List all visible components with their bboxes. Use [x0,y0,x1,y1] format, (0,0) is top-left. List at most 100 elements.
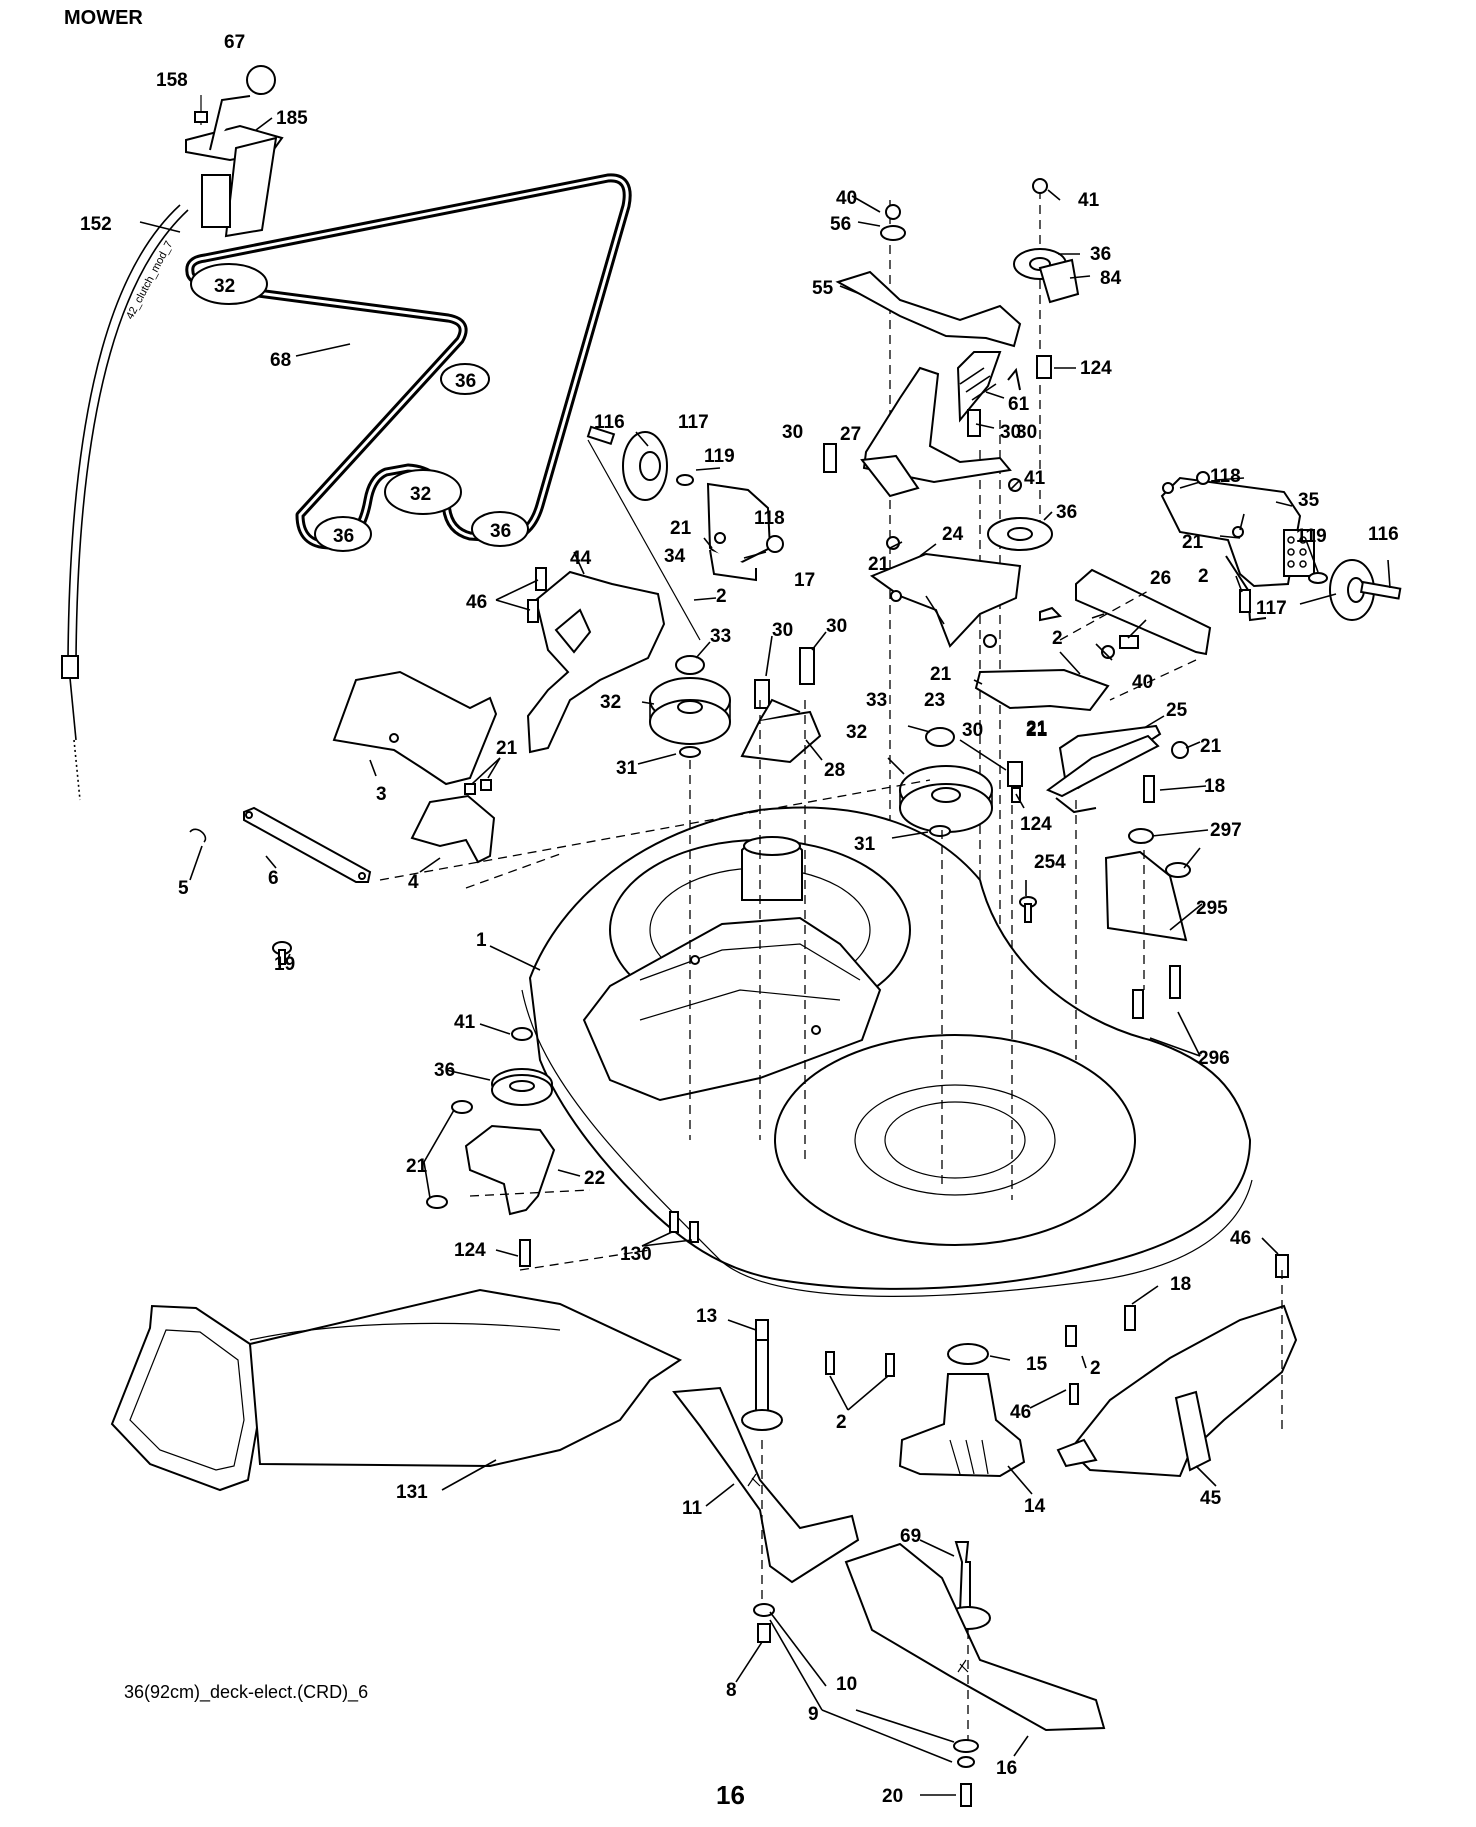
callout-label: 2 [836,1412,847,1433]
callout-label: 31 [854,834,876,855]
right-deflector-45 [1056,1254,1298,1478]
right-shield-assembly [1019,828,1191,1019]
left-idler-bracket-22 [426,1027,699,1267]
callout-label: 14 [1024,1496,1046,1517]
callout-label: 6 [268,868,279,889]
callout-label: 124 [1080,358,1112,379]
callout-label: 30 [962,720,983,741]
left-lift-assembly [189,670,498,965]
belt-pulley-label: 36 [333,526,354,547]
clutch-cable-assembly: 42_clutch_mod_7 [61,65,284,801]
callout-label: 36 [1090,244,1111,265]
callout-label: 118 [754,508,785,529]
callout-label: 4 [408,872,419,893]
callout-label: 9 [808,1704,819,1725]
callout-label: 36 [434,1060,455,1081]
callout-label: 1 [476,930,487,951]
callout-label: 3 [376,784,387,805]
drive-belt-68: 32 36 32 36 36 [185,173,632,552]
svg-text:42_clutch_mod_7: 42_clutch_mod_7 [124,239,175,321]
callout-label: 45 [1200,1488,1222,1509]
callout-label: 21 [496,738,518,759]
callout-label: 61 [1008,394,1030,415]
discharge-chute-131 [110,1288,683,1492]
callout-label: 2 [1052,628,1063,649]
callout-label: 34 [664,546,686,567]
center-pulley-assembly [649,647,1023,837]
callout-labels: 67 158 185 152 68 116 117 119 118 21 34 … [80,32,1399,1807]
callout-label: 30 [1016,422,1037,443]
callout-label: 68 [270,350,291,371]
callout-label: 25 [1166,700,1188,721]
callout-label: 24 [942,524,964,545]
callout-label: 118 [1210,466,1241,487]
callout-label: 10 [836,1674,857,1695]
alignment-lines [379,589,1283,1740]
callout-label: 185 [276,108,308,129]
callout-label: 46 [466,592,487,613]
callout-label: 32 [846,722,867,743]
callout-label: 13 [696,1306,717,1327]
callout-label: 46 [1010,1402,1031,1423]
callout-label: 23 [924,690,945,711]
callout-label: 56 [830,214,851,235]
callout-label: 40 [836,188,857,209]
callout-label: 21 [406,1156,428,1177]
callout-label: 11 [682,1498,703,1519]
callout-label: 119 [1296,526,1327,547]
callout-label: 8 [726,1680,737,1701]
callout-label: 30 [1000,422,1021,443]
callout-label: 33 [710,626,731,647]
callout-label: 2 [1198,566,1209,587]
callout-label: 22 [584,1168,605,1189]
callout-label: 2 [716,586,727,607]
callout-label: 5 [178,878,189,899]
callout-label: 32 [600,692,621,713]
callout-label: 84 [1100,268,1122,289]
callout-label: 21 [930,664,952,685]
spindle-blade-assembly [672,1319,1106,1807]
callout-label: 36 [1056,502,1077,523]
callout-label: 30 [772,620,793,641]
belt-pulley-label: 32 [410,484,431,505]
callout-label: 21 [868,554,890,575]
callout-label: 124 [1020,814,1052,835]
callout-label: 41 [1024,468,1046,489]
callout-label: 21 [1182,532,1204,553]
callout-label: 21 [1200,736,1222,757]
callout-label: 20 [882,1786,903,1807]
callout-label: 130 [620,1244,652,1265]
belt-pulley-label: 32 [214,276,235,297]
callout-label: 41 [1078,190,1100,211]
callout-label: 116 [1368,524,1399,545]
center-bracket-assembly [823,178,1115,1200]
right-bracket-assembly [1039,568,1212,814]
leader-lines [139,117,1391,1796]
callout-label: 21 [1026,718,1048,739]
callout-label: 16 [996,1758,1017,1779]
callout-label: 15 [1026,1354,1048,1375]
callout-label: 297 [1210,820,1242,841]
callout-label: 124 [454,1240,486,1261]
callout-label: 17 [794,570,815,591]
header-fragment: MOWER [64,7,143,29]
callout-label: 296 [1198,1048,1230,1069]
callout-label: 18 [1170,1274,1191,1295]
callout-label: 152 [80,214,112,235]
callout-label: 295 [1196,898,1228,919]
callout-label: 27 [840,424,861,445]
callout-label: 2 [1090,1358,1101,1379]
callout-label: 30 [826,616,847,637]
callout-label: 116 [594,412,625,433]
callout-label: 41 [454,1012,476,1033]
callout-label: 117 [678,412,709,433]
callout-label: 28 [824,760,845,781]
left-idler-assembly [586,425,784,641]
callout-label: 55 [812,278,834,299]
callout-label: 46 [1230,1228,1251,1249]
callout-label: 67 [224,32,245,53]
callout-label: 21 [1026,720,1048,741]
callout-label: 19 [274,954,295,975]
callout-label: 18 [1204,776,1225,797]
